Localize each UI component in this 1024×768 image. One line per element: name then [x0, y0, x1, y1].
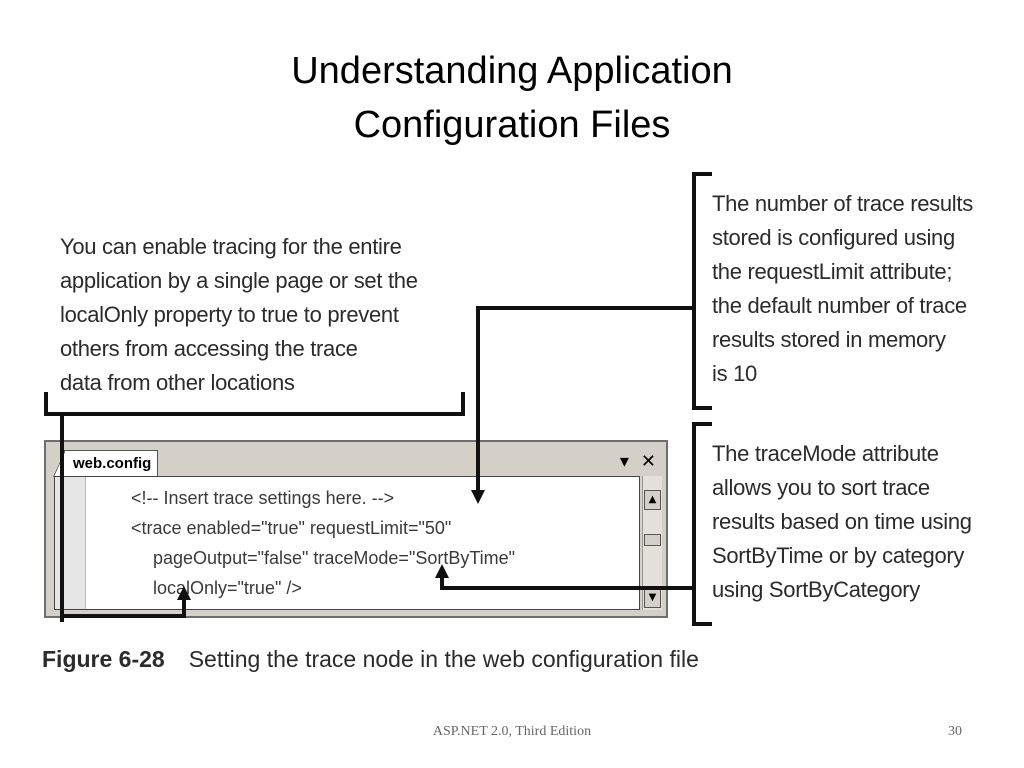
figure-caption-text: Setting the trace node in the web config… [188, 646, 699, 672]
code-line: <!-- Insert trace settings here. --> [131, 488, 395, 508]
callout-tracing-scope: You can enable tracing for the entire ap… [60, 230, 418, 400]
arrow-down-icon [471, 490, 485, 504]
callout-line: the requestLimit attribute; [712, 259, 953, 284]
callout-line: the default number of trace [712, 293, 967, 318]
callout-line: The traceMode attribute [712, 441, 939, 466]
callout-line: The number of trace results [712, 191, 973, 216]
code-line: <trace enabled="true" requestLimit="50" [131, 518, 452, 538]
slide-title-line-2: Configuration Files [353, 104, 671, 146]
code-content: <!-- Insert trace settings here. --> <tr… [131, 483, 515, 603]
arrow-up-icon [435, 564, 449, 578]
figure-caption: Figure 6-28 Setting the trace node in the… [42, 646, 699, 673]
connector-line [476, 306, 694, 310]
callout-line: localOnly property to true to prevent [60, 302, 399, 327]
code-editor[interactable]: <!-- Insert trace settings here. --> <tr… [54, 476, 640, 610]
callout-line: results based on time using [712, 509, 972, 534]
arrow-up-icon [177, 586, 191, 600]
callout-line: is 10 [712, 361, 757, 386]
callout-line: others from accessing the trace [60, 336, 358, 361]
callout-line: SortByTime or by category [712, 543, 965, 568]
callout-line: allows you to sort trace [712, 475, 930, 500]
slide-title-line-1: Understanding Application [291, 50, 733, 92]
editor-window-controls: ▾ ✕ [620, 450, 656, 474]
code-line: pageOutput="false" traceMode="SortByTime… [153, 548, 516, 568]
editor-window: web.config ▾ ✕ <!-- Insert trace setting… [44, 440, 668, 618]
tab-label: web.config [73, 455, 152, 472]
connector-line [440, 576, 444, 590]
bracket-right-bottom [692, 422, 712, 626]
callout-line: data from other locations [60, 370, 295, 395]
page-number: 30 [948, 724, 962, 739]
connector-line [60, 412, 64, 622]
vertical-scrollbar[interactable]: ▲ ▼ [642, 476, 662, 610]
scroll-thumb[interactable] [644, 534, 661, 546]
scroll-up-icon[interactable]: ▲ [644, 490, 661, 510]
figure-number: Figure 6-28 [42, 646, 165, 672]
callout-line: application by a single page or set the [60, 268, 418, 293]
tab-web-config[interactable]: web.config [52, 450, 159, 477]
callout-line: You can enable tracing for the entire [60, 234, 402, 259]
connector-line [476, 306, 480, 492]
connector-line [440, 586, 694, 590]
callout-request-limit: The number of trace results stored is co… [712, 187, 973, 391]
scroll-down-icon[interactable]: ▼ [644, 588, 661, 608]
close-icon[interactable]: ✕ [640, 451, 656, 472]
connector-line [182, 600, 186, 618]
footer-text: ASP.NET 2.0, Third Edition [432, 724, 592, 739]
callout-line: using SortByCategory [712, 577, 920, 602]
triangle-down-icon[interactable]: ▾ [619, 451, 629, 472]
callout-trace-mode: The traceMode attribute allows you to so… [712, 437, 972, 607]
connector-line [60, 614, 186, 618]
callout-line: stored is configured using [712, 225, 955, 250]
slide-title: Understanding Application Configuration … [0, 44, 1024, 152]
bracket-right-top [692, 172, 712, 410]
callout-line: results stored in memory [712, 327, 946, 352]
bracket-left [44, 392, 465, 416]
